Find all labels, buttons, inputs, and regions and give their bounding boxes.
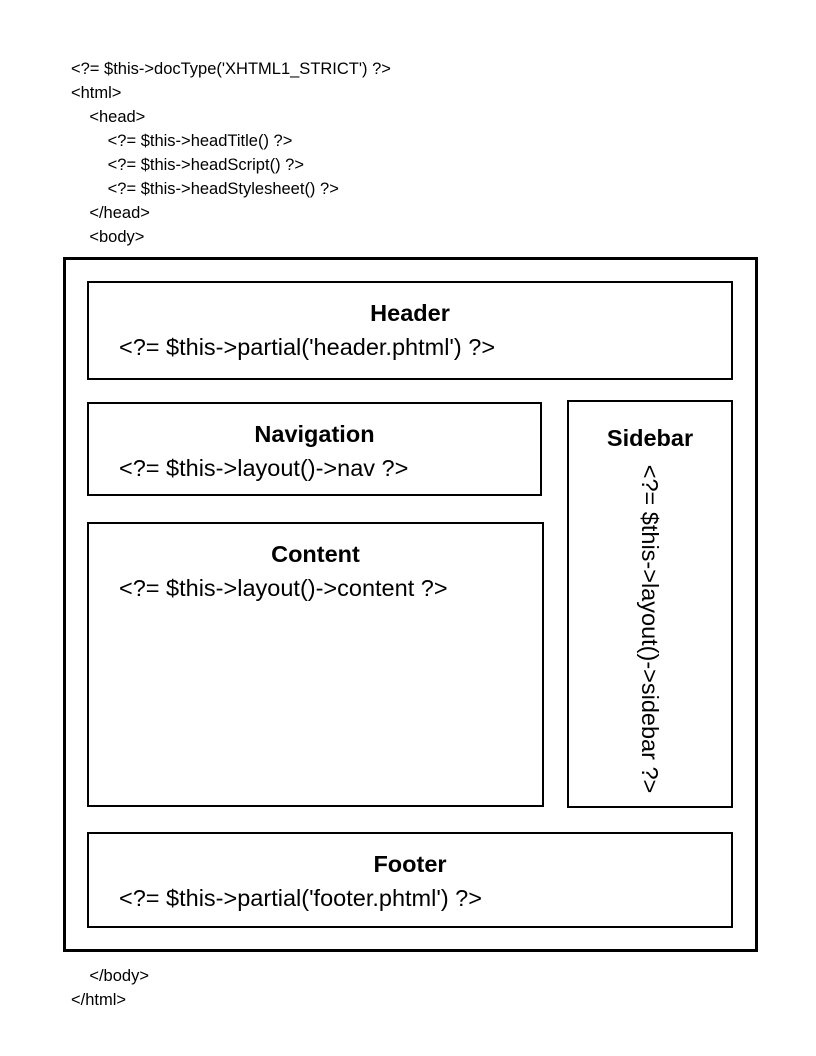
content-box: Content <?= $this->layout()->content ?>	[87, 522, 544, 807]
layout-diagram-outer-box: Header <?= $this->partial('header.phtml'…	[63, 257, 758, 952]
navigation-box-title: Navigation	[254, 421, 375, 447]
navigation-box-code: <?= $this->layout()->nav ?>	[119, 455, 409, 481]
header-box-code: <?= $this->partial('header.phtml') ?>	[119, 334, 496, 360]
sidebar-box: Sidebar <?= $this->layout()->sidebar ?>	[567, 400, 733, 808]
sidebar-box-code-vertical: <?= $this->layout()->sidebar ?>	[637, 464, 663, 794]
header-box-title: Header	[370, 300, 450, 326]
content-box-code: <?= $this->layout()->content ?>	[119, 575, 448, 601]
footer-box-code: <?= $this->partial('footer.phtml') ?>	[119, 885, 482, 911]
layout-script-opening-code: <?= $this->docType('XHTML1_STRICT') ?> <…	[71, 60, 391, 246]
header-box: Header <?= $this->partial('header.phtml'…	[87, 281, 733, 380]
content-box-title: Content	[271, 541, 360, 567]
sidebar-box-title: Sidebar	[606, 425, 694, 451]
layout-script-closing-code: </body> </html>	[71, 967, 149, 1009]
navigation-box: Navigation <?= $this->layout()->nav ?>	[87, 402, 542, 496]
footer-box: Footer <?= $this->partial('footer.phtml'…	[87, 832, 733, 928]
footer-box-title: Footer	[373, 851, 447, 877]
